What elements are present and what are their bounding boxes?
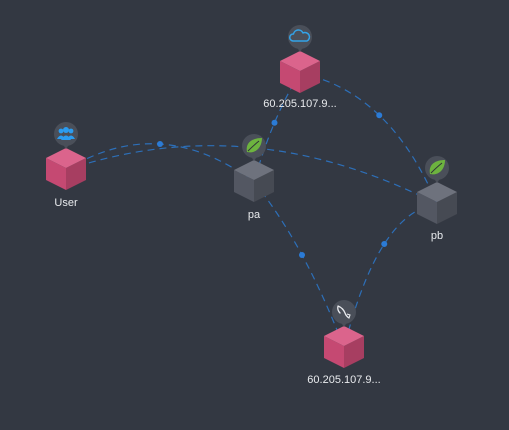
node-pb[interactable] bbox=[417, 156, 457, 224]
spring-leaf-icon bbox=[246, 138, 262, 153]
node-pb-badge bbox=[425, 156, 449, 183]
node-user-badge bbox=[54, 122, 78, 149]
node-label-pb: pb bbox=[430, 230, 444, 242]
node-user[interactable] bbox=[46, 122, 86, 190]
users-icon bbox=[57, 127, 75, 140]
edge-pa-db[interactable] bbox=[253, 181, 345, 349]
node-cloud[interactable] bbox=[280, 25, 320, 93]
nodes-layer bbox=[46, 25, 457, 368]
node-pb-cube bbox=[417, 182, 457, 224]
cloud-icon bbox=[289, 29, 311, 42]
node-label-cloud: 60.205.107.9... bbox=[263, 98, 337, 110]
node-db-cube bbox=[324, 326, 364, 368]
node-db[interactable] bbox=[324, 300, 364, 368]
edge-user-pa[interactable] bbox=[65, 143, 255, 183]
edge-dot-user-pa bbox=[157, 141, 163, 147]
node-pa[interactable] bbox=[234, 134, 274, 202]
node-pa-badge bbox=[242, 134, 266, 161]
edge-dot-pa-db bbox=[299, 252, 305, 258]
node-pa-cube bbox=[234, 160, 274, 202]
node-label-db: 60.205.107.9... bbox=[307, 374, 381, 386]
edge-user-pb[interactable] bbox=[65, 145, 438, 205]
node-user-cube bbox=[46, 148, 86, 190]
spring-leaf-icon bbox=[429, 160, 445, 175]
edge-dot-cloud-pb bbox=[376, 112, 383, 119]
node-label-pa: pa bbox=[247, 209, 261, 221]
node-label-user: User bbox=[54, 197, 78, 209]
edge-dot-cloud-pa bbox=[271, 119, 278, 126]
edge-pb-db[interactable] bbox=[343, 203, 438, 349]
node-cloud-cube bbox=[280, 51, 320, 93]
node-db-badge bbox=[332, 300, 356, 327]
node-cloud-badge bbox=[288, 25, 312, 52]
mysql-dolphin-icon bbox=[337, 305, 351, 319]
edge-cloud-pb[interactable] bbox=[299, 72, 438, 205]
edge-dot-pb-db bbox=[381, 241, 388, 247]
